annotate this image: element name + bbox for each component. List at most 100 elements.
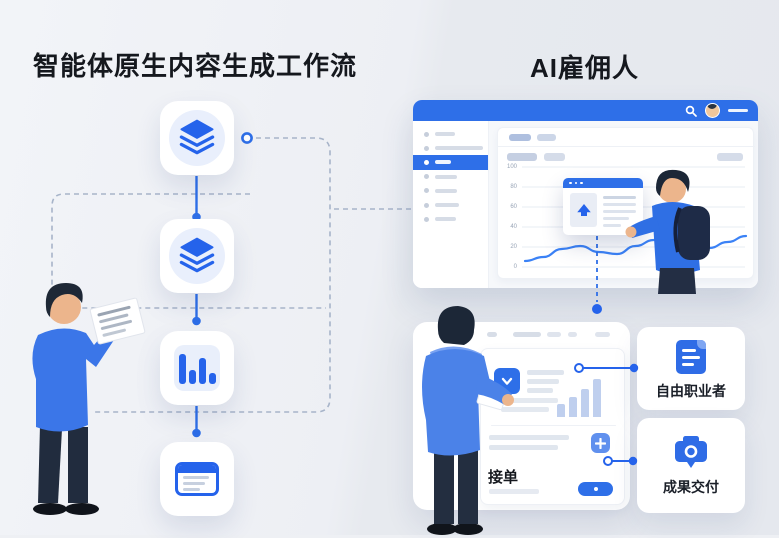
bullet-dot-icon [424,202,429,208]
window-dot-icon [580,181,583,185]
person-hoodie-working [422,306,514,535]
paper-document [89,297,146,345]
workflow-node-layers-1 [160,101,234,175]
bar [581,389,589,417]
person-backpack-pointing [625,169,710,294]
plus-button[interactable] [591,433,610,453]
user-avatar[interactable] [705,103,720,118]
text-placeholder [527,379,559,384]
document-note-icon [175,462,219,496]
sidebar-item[interactable] [413,212,488,226]
connector-open-circle [574,363,584,373]
workflow-loop-dash [92,137,331,413]
pants [658,268,696,294]
text-placeholder [603,217,629,220]
bar-chart-icon [174,345,220,391]
mini-bar-chart [557,371,609,417]
shoe [65,503,99,515]
leg [38,425,62,503]
connector-dot [592,304,602,314]
sidebar-item[interactable] [413,184,488,198]
nav-label-placeholder [435,174,457,179]
chart-ytick: 60 [510,203,517,210]
chart-ytick: 0 [513,263,517,270]
up-arrow-icon [576,204,591,216]
icon-halo [169,110,225,166]
filter-placeholder[interactable] [507,153,537,161]
layers-stack-icon [179,119,215,155]
window-dot-icon [569,181,572,185]
connector-dot [628,456,638,466]
nav-label-placeholder [435,203,459,208]
nav-label-placeholder [435,146,483,151]
sidebar-item[interactable] [413,141,488,155]
doc-line [183,482,205,485]
chart-ytick: 80 [510,183,517,190]
bar [178,354,186,384]
dot-icon [593,487,598,491]
bullet-dot-icon [424,131,429,137]
text-placeholder [513,332,541,337]
sidebar-item[interactable] [413,170,488,184]
camera-icon [675,436,707,468]
tab-placeholder[interactable] [537,134,556,141]
filter-placeholder[interactable] [717,153,743,161]
text-placeholder [501,407,549,412]
bullet-dot-icon [424,159,429,165]
menu-dash-icon [728,109,748,112]
doc-line [183,488,200,491]
doc-line [682,356,700,359]
bullet-dot-icon [424,174,429,180]
bullet-dot-icon [424,216,429,222]
workflow-node-document [160,442,234,516]
text-placeholder [603,203,636,206]
text-placeholder [547,332,561,337]
backpack-strap [673,207,682,253]
hand [625,226,637,238]
browser-topbar [413,100,758,121]
tab-placeholder[interactable] [509,134,531,141]
shirt [32,328,116,432]
layers-stack-icon [179,237,215,273]
filter-placeholder[interactable] [544,153,565,161]
freelancer-card: 自由职业者 [637,327,745,410]
sidebar-item[interactable] [413,127,488,141]
browser-sidebar [413,121,489,288]
shoe [33,503,67,515]
doc-header [178,465,216,473]
chart-ytick: 20 [510,243,517,250]
hair [437,306,475,345]
icon-halo [169,228,225,284]
bar [208,373,216,384]
bar-chart-icon-bars [178,352,216,384]
pill-dot-button[interactable] [578,482,613,496]
leg [458,448,478,524]
bar [188,370,196,384]
doc-line [682,349,696,352]
bar [593,379,601,417]
connector-dot [192,428,201,438]
workflow-node-layers-2 [160,219,234,293]
bullet-dot-icon [424,145,429,151]
document-icon [676,340,706,374]
search-icon[interactable] [685,105,697,117]
hoodie [422,349,492,456]
connector-dot [629,363,639,373]
nav-label-placeholder [435,132,455,137]
sidebar-item[interactable] [413,198,488,212]
hair [45,283,83,317]
nav-label-placeholder [435,188,457,193]
floating-mini-window [563,178,643,235]
delivery-label: 成果交付 [663,479,719,495]
divider [491,425,616,426]
bar [557,404,565,417]
bar [569,397,577,417]
leg [68,427,88,503]
text-placeholder [527,388,553,393]
hair [656,169,690,196]
bullet-dot-icon [424,188,429,194]
sidebar-item-active[interactable] [413,155,488,170]
nav-label-placeholder [435,217,456,222]
